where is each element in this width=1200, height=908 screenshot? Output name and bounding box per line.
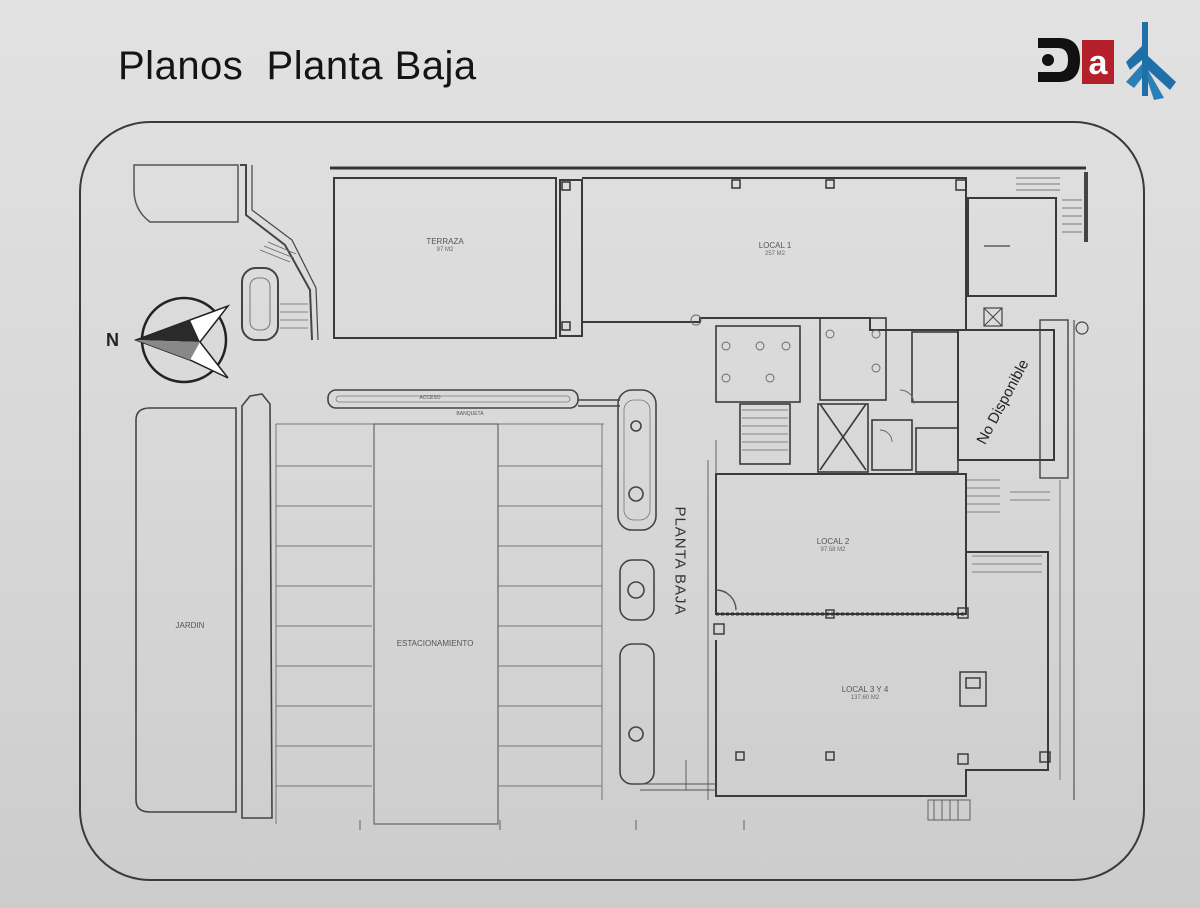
entrance-stair	[240, 164, 319, 341]
label-terraza-name: TERRAZA	[426, 237, 464, 246]
stair-core	[967, 197, 1057, 297]
corner-wedge	[133, 164, 239, 223]
logo-letter: a	[1089, 44, 1109, 82]
room-terraza	[333, 177, 557, 339]
label-banqueta: BANQUETA	[456, 411, 484, 417]
planters	[617, 389, 657, 785]
label-acceso: ACCESO	[419, 395, 441, 401]
room-local-1	[582, 177, 967, 331]
label-terraza-area: 97 m2	[436, 247, 454, 253]
page-title: Planos Planta Baja	[118, 44, 477, 88]
label-local-2: LOCAL 2 97.58 m2	[788, 537, 878, 554]
north-label: N	[106, 330, 119, 350]
garden-wall	[241, 393, 273, 819]
company-logo: a	[1038, 22, 1176, 100]
logo-letter-d	[1038, 38, 1080, 82]
label-local-3-4-name: LOCAL 3 y 4	[841, 685, 889, 694]
walkway	[327, 389, 579, 409]
unavailable-note: No Disponible	[958, 357, 1048, 447]
local1-columns	[561, 179, 967, 331]
label-planta-baja: PLANTA BAJA	[660, 486, 700, 636]
north-arrow-icon	[133, 296, 231, 384]
room-jardin	[135, 407, 237, 813]
label-planta-baja-text: PLANTA BAJA	[671, 506, 689, 616]
label-estacionamiento: ESTACIONAMIENTO	[396, 639, 474, 648]
room-unavailable	[957, 329, 1055, 461]
label-local-2-area: 97.58 m2	[820, 547, 846, 553]
label-jardin: JARDIN	[175, 621, 205, 630]
restrooms-core	[715, 317, 959, 473]
shell-fan-icon	[1126, 22, 1176, 100]
label-local-3-4: LOCAL 3 y 4 137.60 m2	[820, 685, 910, 702]
logo-red-block	[1082, 40, 1114, 84]
top-right-stairs	[1016, 177, 1082, 233]
core-stairs	[742, 409, 788, 451]
label-local-1-name: LOCAL 1	[758, 241, 792, 250]
bottom-stairs	[927, 799, 971, 821]
label-terraza: TERRAZA 97 m2	[400, 237, 490, 254]
column-strip	[559, 179, 583, 337]
label-local-1: LOCAL 1 257 m2	[730, 241, 820, 258]
label-local-3-4-area: 137.60 m2	[850, 695, 880, 701]
bottom-edge-details	[359, 760, 745, 830]
stairs-local2	[966, 479, 1050, 573]
room-local-3-4	[715, 551, 1049, 797]
plan-frame	[79, 121, 1145, 881]
label-local-2-name: LOCAL 2	[816, 537, 850, 546]
parking-area	[275, 423, 604, 825]
fixtures	[690, 314, 915, 443]
label-local-1-area: 257 m2	[764, 251, 785, 257]
